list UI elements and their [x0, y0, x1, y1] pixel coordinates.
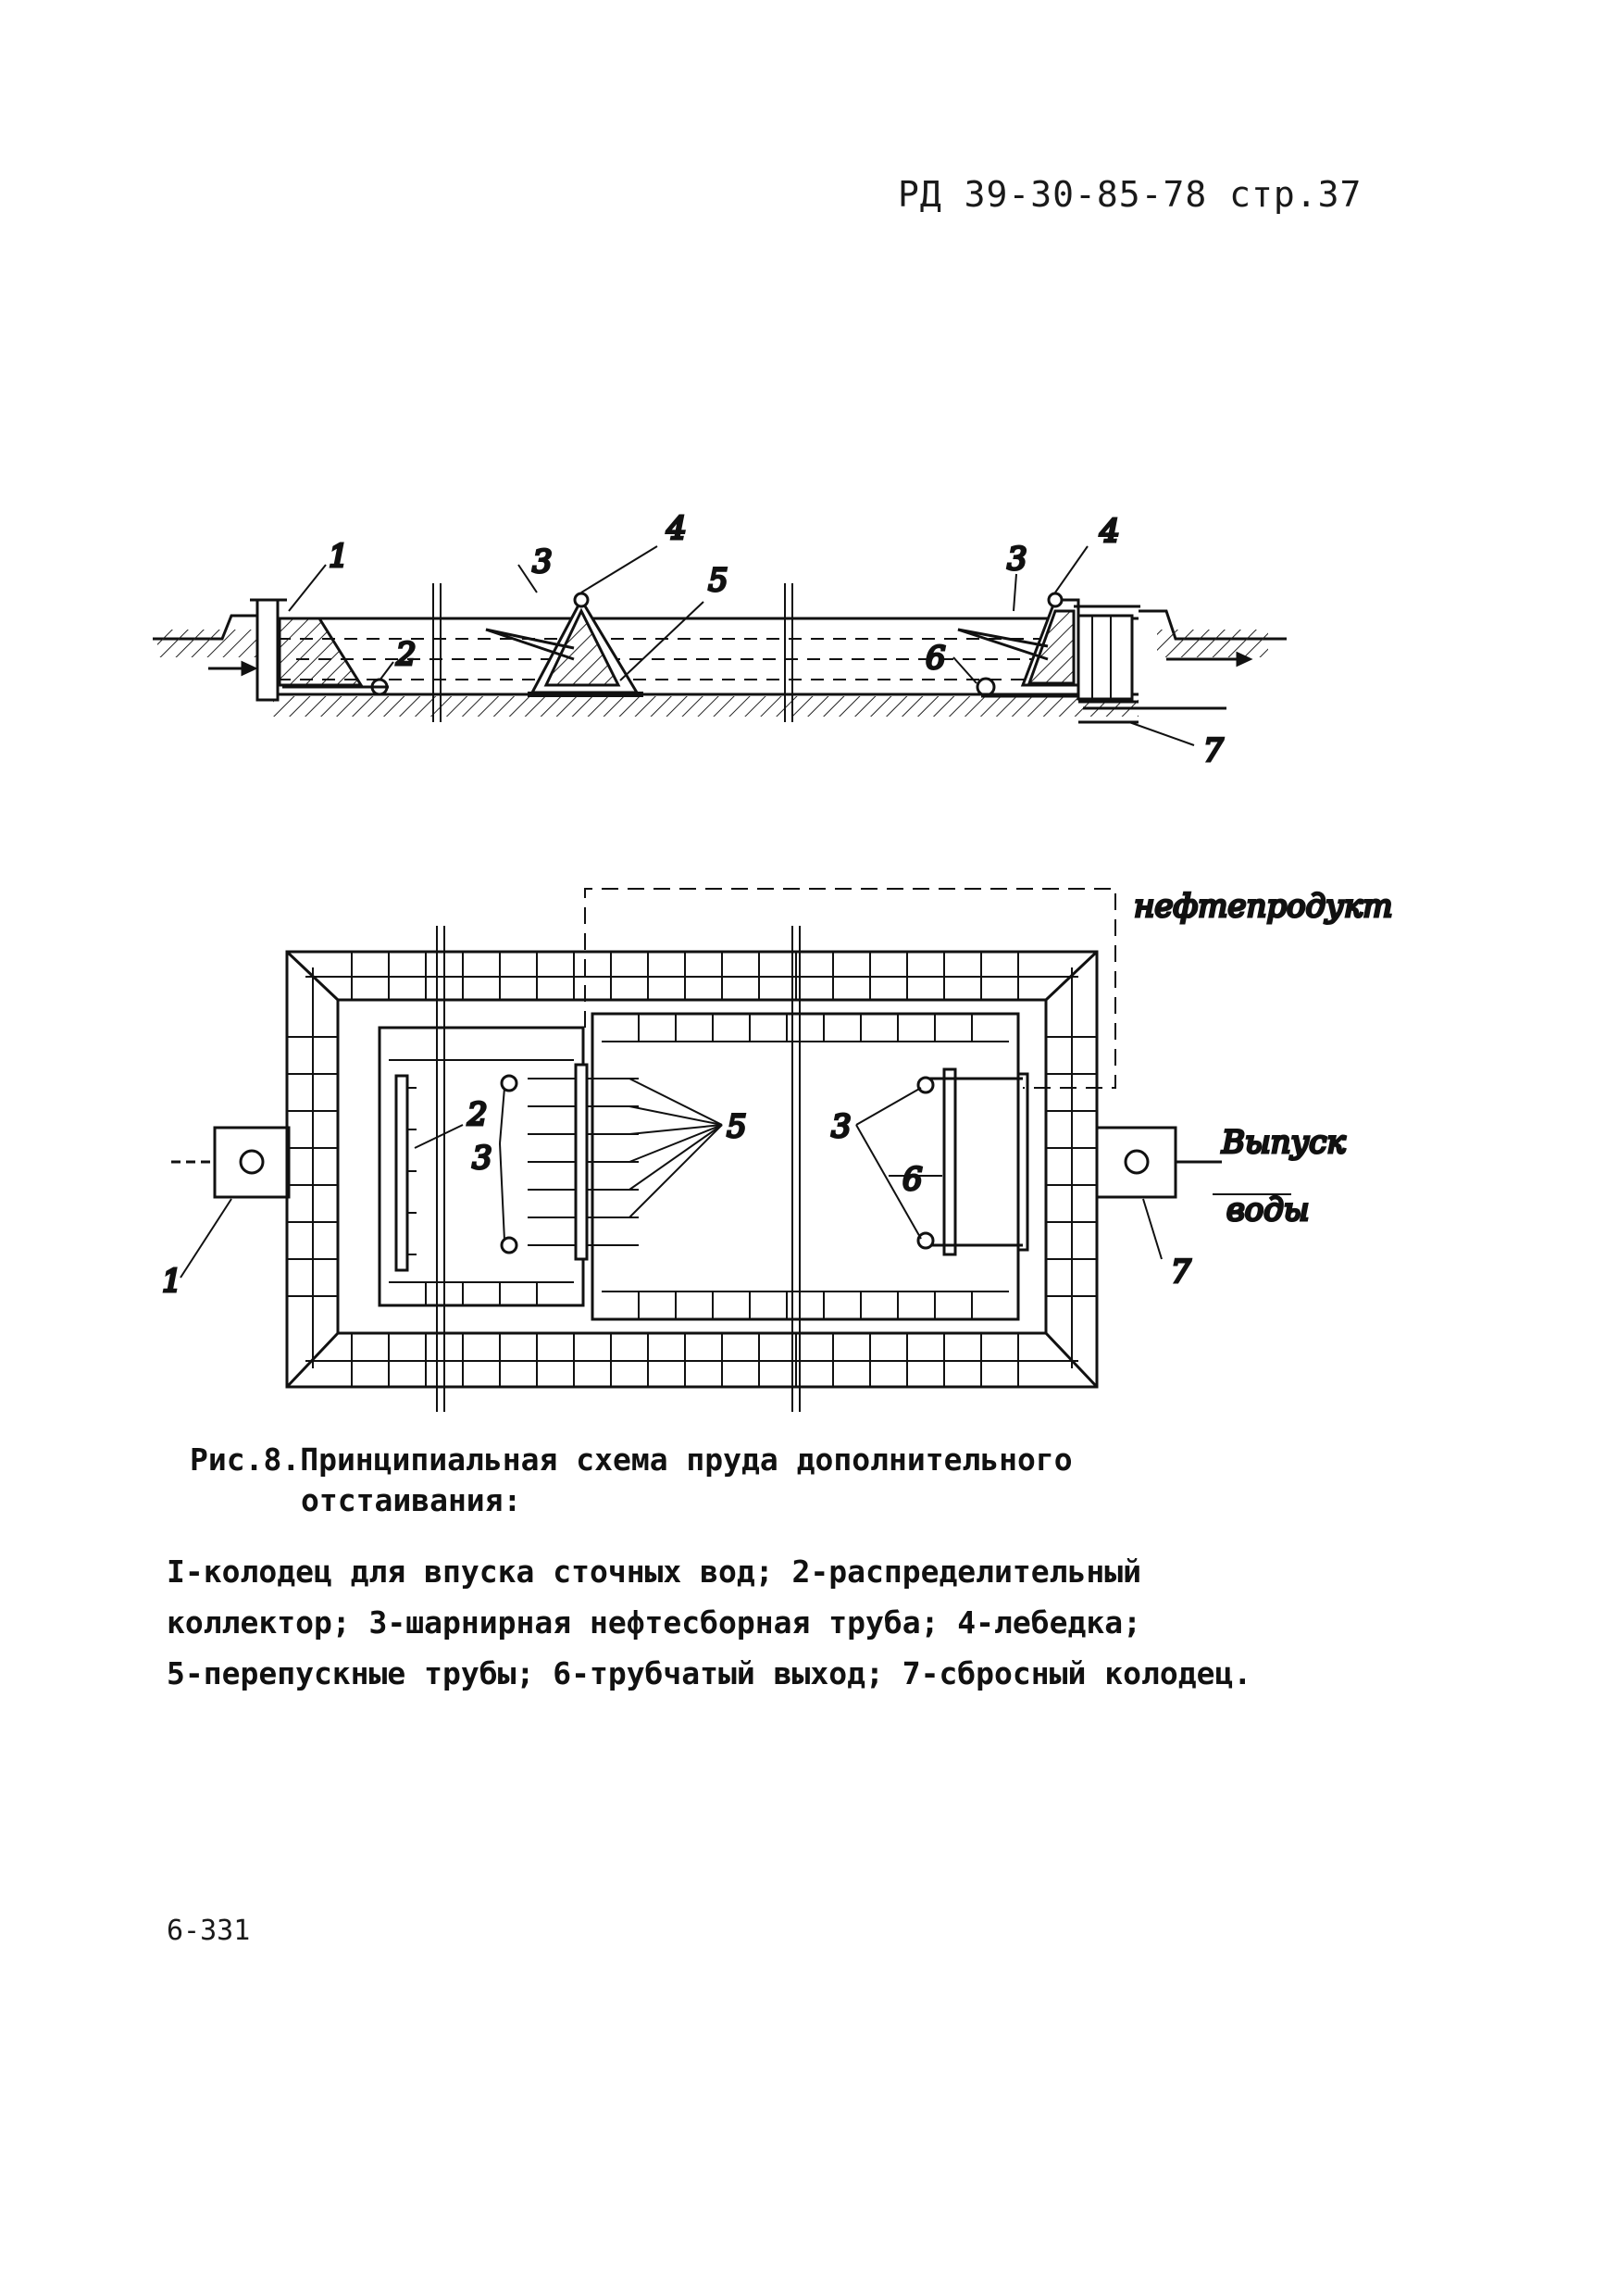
plan-label-3b: 3 [831, 1108, 852, 1145]
figure-caption: Рис.8.Принципиальная схема пруда дополни… [190, 1440, 1073, 1521]
plan-label-1: 1 [162, 1263, 182, 1300]
plan-view: 1 2 3 5 3 6 7 нефтепродукт Выпуск воды [161, 887, 1394, 1412]
caption-line-2: отстаивания: [301, 1482, 522, 1518]
section-label-7: 7 [1203, 732, 1224, 769]
section-label-4: 4 [666, 510, 687, 547]
footer-code: 6-331 [167, 1915, 251, 1947]
caption-line-1: Рис.8.Принципиальная схема пруда дополни… [190, 1441, 1073, 1478]
figure-legend: I-колодец для впуска сточных вод; 2-расп… [167, 1546, 1251, 1699]
legend-line-1: I-колодец для впуска сточных вод; 2-расп… [167, 1554, 1141, 1590]
legend-line-2: коллектор; 3-шарнирная нефтесборная труб… [167, 1604, 1141, 1641]
section-label-4b: 4 [1099, 513, 1120, 550]
oil-label: нефтепродукт [1134, 888, 1392, 925]
section-label-3: 3 [532, 543, 553, 580]
outlet-label-bottom: воды [1226, 1192, 1310, 1229]
section-label-3b: 3 [1007, 541, 1027, 578]
cross-section-view: 1 2 3 4 5 3 4 6 7 [153, 509, 1287, 771]
section-label-2: 2 [395, 636, 417, 673]
plan-label-3: 3 [472, 1140, 492, 1177]
outlet-label-top: Выпуск [1221, 1124, 1346, 1161]
plan-label-7: 7 [1171, 1254, 1191, 1291]
section-label-6: 6 [926, 640, 946, 677]
section-label-5: 5 [708, 562, 728, 599]
legend-line-3: 5-перепускные трубы; 6-трубчатый выход; … [167, 1655, 1252, 1691]
plan-label-5: 5 [727, 1108, 747, 1145]
plan-label-6: 6 [902, 1161, 923, 1198]
plan-label-2: 2 [467, 1096, 488, 1133]
section-label-1: 1 [329, 538, 349, 575]
document-header: РД 39-30-85-78 стр.37 [898, 174, 1363, 215]
